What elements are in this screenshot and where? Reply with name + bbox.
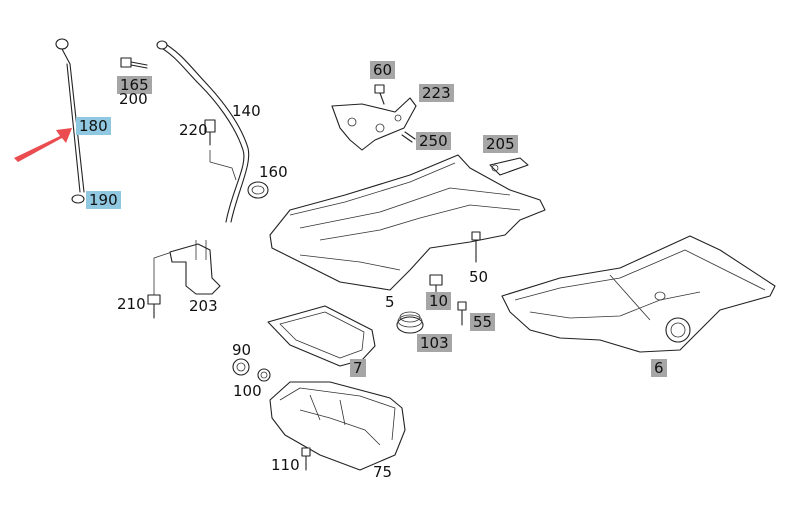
part-75-label[interactable]: 75 <box>373 463 393 481</box>
oil-pan-assembly <box>501 235 776 353</box>
part-90-label[interactable]: 90 <box>232 341 252 359</box>
lower-oil-pan <box>269 381 406 471</box>
bolt-60 <box>374 84 385 105</box>
seal-160 <box>247 181 269 199</box>
bolt-220 <box>204 119 237 181</box>
part-140-label[interactable]: 140 <box>232 102 261 120</box>
bolt-110 <box>301 447 311 471</box>
seal-ring <box>71 194 85 204</box>
small-bolt-250 <box>401 131 416 143</box>
pump-link-205 <box>489 157 529 176</box>
part-250-label[interactable]: 250 <box>416 132 451 150</box>
bolt-50 <box>471 231 481 263</box>
part-180-label[interactable]: 180 <box>76 117 111 135</box>
part-220-label[interactable]: 220 <box>179 121 208 139</box>
part-55-label[interactable]: 55 <box>470 313 496 331</box>
part-200-label[interactable]: 200 <box>119 90 148 108</box>
part-50-label[interactable]: 50 <box>469 268 489 286</box>
bolt-165 <box>120 57 148 69</box>
bolt-55 <box>457 301 467 326</box>
gasket-7 <box>267 305 376 367</box>
part-5-label[interactable]: 5 <box>385 293 395 311</box>
oil-pump-bracket <box>331 97 417 151</box>
pointer-arrow-icon <box>14 128 72 162</box>
part-210-label[interactable]: 210 <box>117 295 146 313</box>
dipstick <box>55 38 85 193</box>
part-110-label[interactable]: 110 <box>271 456 300 474</box>
part-7-label[interactable]: 7 <box>350 359 366 377</box>
part-60-label[interactable]: 60 <box>370 61 396 79</box>
part-205-label[interactable]: 205 <box>483 135 518 153</box>
upper-oil-pan <box>269 154 546 291</box>
part-223-label[interactable]: 223 <box>419 84 454 102</box>
part-165-label[interactable]: 165 <box>117 76 152 94</box>
part-103-label[interactable]: 103 <box>417 334 452 352</box>
plug-90 <box>232 358 250 376</box>
part-100-label[interactable]: 100 <box>233 382 262 400</box>
part-6-label[interactable]: 6 <box>651 359 667 377</box>
guide-tube <box>156 40 250 223</box>
washer-100 <box>257 368 271 382</box>
drain-plug-10 <box>429 274 443 293</box>
part-203-label[interactable]: 203 <box>189 297 218 315</box>
part-190-label[interactable]: 190 <box>86 191 121 209</box>
part-160-label[interactable]: 160 <box>259 163 288 181</box>
strainer-103 <box>396 311 424 334</box>
bracket-203 <box>169 240 221 295</box>
part-10-label[interactable]: 10 <box>426 292 452 310</box>
